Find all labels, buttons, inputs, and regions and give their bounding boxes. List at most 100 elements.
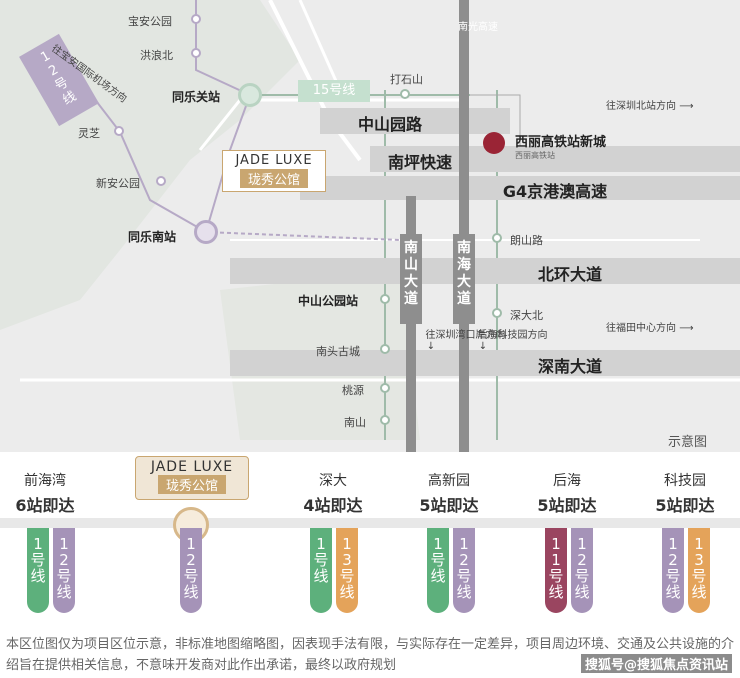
line-pill: 12号线 <box>571 528 593 613</box>
destination-time: 6站即达 <box>15 496 75 515</box>
nanhai-avenue-text: 南海大道 <box>457 240 471 307</box>
line-pill: 13号线 <box>688 528 710 613</box>
line-pill-text: 1号线 <box>313 535 329 585</box>
arrow-right-icon: ⟶ <box>679 101 694 112</box>
arrow-down-icon: ↓ <box>478 341 488 352</box>
station-baoan-park: 宝安公园 <box>128 15 172 28</box>
station-tongle-south: 同乐南站 <box>128 230 177 244</box>
station-hongliang-north: 洪浪北 <box>140 49 173 62</box>
line-pill-text: 11号线 <box>548 535 564 601</box>
line-pill: 12号线 <box>53 528 75 613</box>
destination-time: 5站即达 <box>537 496 597 515</box>
station-langshan: 朗山路 <box>510 234 543 247</box>
station-dot-lingzhi <box>114 126 124 136</box>
line-pill-text: 12号线 <box>665 535 681 601</box>
line-pill: 1号线 <box>427 528 449 613</box>
interchange-icon-tongle-south <box>194 220 218 244</box>
road-band-zhongshanyuan <box>320 108 510 134</box>
road-label-beihuan: 北环大道 <box>537 265 602 284</box>
line-pill: 12号线 <box>453 528 475 613</box>
road-stem-nanhai <box>459 0 469 452</box>
line-pill: 12号线 <box>662 528 684 613</box>
direction-futian-text: 往福田中心方向 <box>606 323 676 334</box>
line-pill: 11号线 <box>545 528 567 613</box>
road-band-nanping <box>370 146 740 172</box>
destination-name: 科技园 <box>664 473 706 489</box>
line-pill-text: 12号线 <box>56 535 72 601</box>
road-stem-nanshan <box>406 196 416 452</box>
destination-time: 5站即达 <box>419 496 479 515</box>
road-band-beihuan <box>230 258 740 284</box>
line-pill-text: 12号线 <box>456 535 472 601</box>
arrow-down-icon: ↓ <box>426 341 436 352</box>
line-pill: 13号线 <box>336 528 358 613</box>
timeline-project-cn: 珑秀公馆 <box>157 475 226 494</box>
disclaimer-text: 本区位图仅为项目区位示意，非标准地图缩略图，因表现手法有限，与实际存在一定差异，… <box>6 637 735 673</box>
road-band-g4 <box>300 176 740 200</box>
direction-shenzhen-north-text: 往深圳北站方向 <box>606 101 676 112</box>
direction-shenzhenwan-text: 往深圳湾口岸方向 <box>426 330 506 341</box>
xili-station-name: 西丽高铁站新城 <box>515 135 607 150</box>
timeline-bar <box>0 518 740 528</box>
line-12-extension <box>205 231 401 241</box>
station-dot-nanshan <box>380 415 390 425</box>
station-dot-shendabei <box>492 308 502 318</box>
station-zhongshan-park: 中山公园站 <box>298 294 359 308</box>
line-pill-text: 13号线 <box>691 535 707 601</box>
station-dot-hongliang-north <box>191 48 201 58</box>
map-canvas <box>0 0 740 440</box>
metro-line-12-path <box>79 0 252 234</box>
direction-shenzhenwan: 往深圳湾口岸方向↓ <box>425 330 506 352</box>
destination-name: 高新园 <box>428 473 470 489</box>
road-label-shennan: 深南大道 <box>537 357 602 376</box>
line-pill: 1号线 <box>310 528 332 613</box>
station-dashishan: 打石山 <box>390 73 423 86</box>
schematic-label: 示意图 <box>668 435 708 450</box>
station-tongleguan: 同乐关站 <box>172 90 221 104</box>
project-cn: 珑秀公馆 <box>239 169 308 188</box>
direction-shenzhen-north: 往深圳北站方向 ⟶ <box>606 97 694 112</box>
road-label-nanping: 南坪快速 <box>387 153 452 172</box>
road-label-nanshan-avenue: 南山大道 <box>400 234 422 324</box>
destination-time: 4站即达 <box>303 496 363 515</box>
station-dot-xinan-park <box>156 176 166 186</box>
direction-houhai-tech-text: 后海科技园方向 <box>477 330 548 341</box>
direction-futian: 往福田中心方向 ⟶ <box>606 319 694 334</box>
arrow-right-icon: ⟶ <box>679 323 694 334</box>
road-label-g4: G4京港澳高速 <box>502 182 608 201</box>
station-taoyuan: 桃源 <box>342 384 364 397</box>
road-label-nanhai-avenue: 南海大道 <box>453 234 475 324</box>
xili-station-sub: 西丽高铁站 <box>515 151 555 160</box>
station-lingzhi: 灵芝 <box>78 127 100 140</box>
nanshan-avenue-text: 南山大道 <box>404 240 418 307</box>
watermark: 搜狐号@搜狐焦点资讯站 <box>580 654 732 673</box>
guide-line <box>470 94 521 160</box>
station-dot-zhongshan-park <box>380 294 390 304</box>
project-line-text: 12号线 <box>183 535 199 601</box>
line-pill-text: 13号线 <box>339 535 355 601</box>
destination-name: 后海 <box>553 473 581 489</box>
road-thin-2 <box>298 0 342 91</box>
line-pill-text: 1号线 <box>430 535 446 585</box>
station-dot-baoan-park <box>191 14 201 24</box>
line-pill-text: 12号线 <box>574 535 590 601</box>
station-dot-nantou <box>380 344 390 354</box>
destination-time: 5站即达 <box>655 496 715 515</box>
station-dot-langshan <box>492 233 502 243</box>
road-label-shahe: 南光高速 <box>458 22 498 33</box>
destination-name: 前海湾 <box>24 473 66 489</box>
station-xinan-park: 新安公园 <box>96 177 140 190</box>
interchange-icon-tongleguan <box>238 83 262 107</box>
project-badge-map: JADE LUXE 珑秀公馆 <box>222 150 326 192</box>
station-dot-taoyuan <box>380 383 390 393</box>
location-map: 中山园路 南坪快速 G4京港澳高速 北环大道 深南大道 南山大道 南海大道 南光… <box>0 0 740 452</box>
station-nantou-gucheng: 南头古城 <box>316 345 360 358</box>
direction-houhai-tech: 后海科技园方向↓ <box>477 330 548 352</box>
timeline-project-en: JADE LUXE <box>150 459 234 475</box>
line-pill: 1号线 <box>27 528 49 613</box>
line-pill-text: 1号线 <box>30 535 46 585</box>
project-en: JADE LUXE <box>235 153 313 168</box>
project-line-12-pill: 12号线 <box>180 528 202 613</box>
station-nanshan: 南山 <box>344 416 366 429</box>
station-shendabei: 深大北 <box>510 309 543 322</box>
